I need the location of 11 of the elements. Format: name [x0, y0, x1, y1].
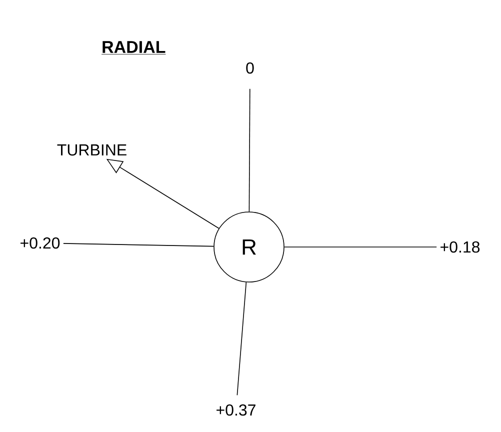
value-label: TURBINE — [57, 144, 126, 156]
title: RADIAL — [101, 41, 166, 54]
connector-line — [236, 282, 247, 396]
value-label: +0.20 — [20, 237, 60, 249]
circle-node: R — [214, 212, 284, 282]
connector-line — [63, 243, 214, 247]
value-label: +0.18 — [440, 241, 480, 253]
value-label: 0 — [246, 62, 254, 74]
value-label: +0.37 — [216, 404, 256, 416]
connector-line — [248, 88, 250, 212]
connector-line — [284, 246, 437, 248]
